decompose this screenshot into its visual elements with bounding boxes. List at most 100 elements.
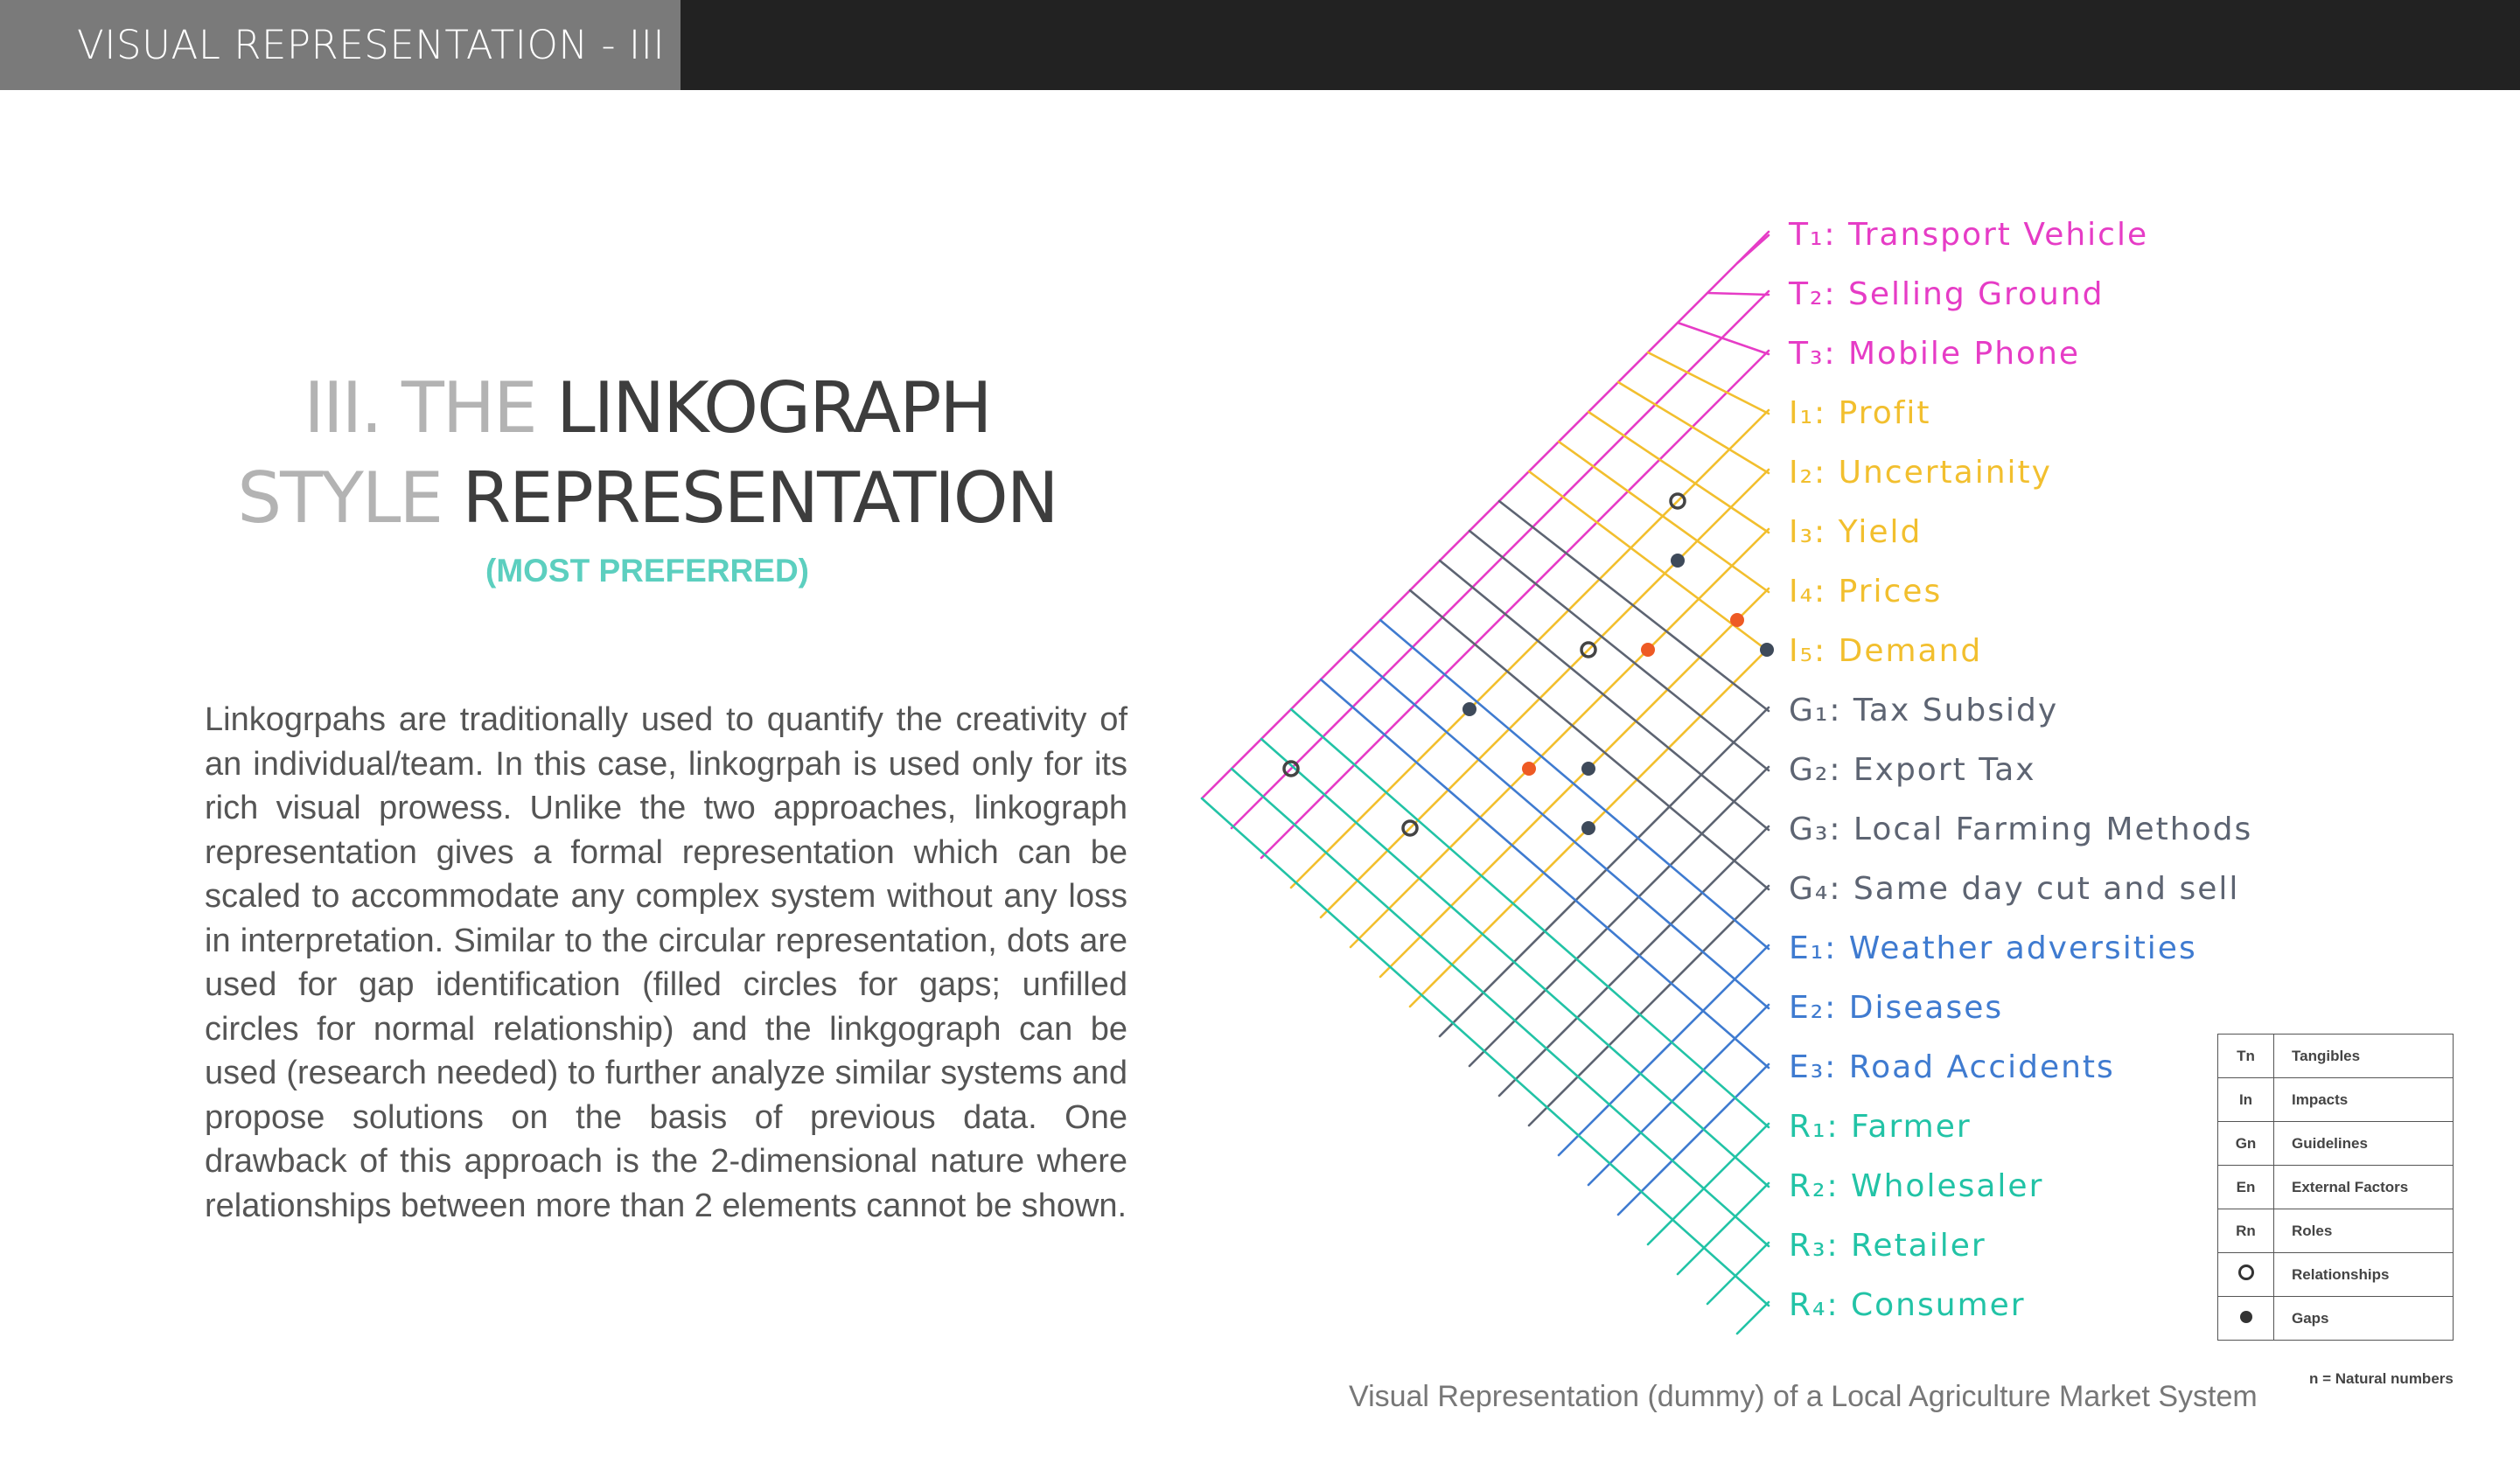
link-line-in-14 [1319,678,1770,1069]
link-line-in-12 [1379,618,1770,951]
legend-row: Relationships [2217,1252,2454,1297]
link-line-17 [1706,1241,1770,1306]
gap-marker [1581,821,1595,835]
element-label: R₁: Farmer [1789,1109,1972,1145]
legend-value: Gaps [2273,1296,2454,1341]
element-label: I₃: Yield [1789,514,1922,550]
legend-value: Roles [2273,1209,2454,1253]
legend-key: En [2217,1165,2274,1209]
legend-key [2217,1296,2274,1341]
element-label: E₂: Diseases [1789,990,2003,1026]
element-label: G₄: Same day cut and sell [1789,871,2239,907]
legend-value: Impacts [2273,1077,2454,1122]
link-line-in-0 [1735,233,1770,265]
link-line-6 [1379,587,1770,979]
element-label: G₁: Tax Subsidy [1789,693,2058,728]
element-label: I₁: Profit [1789,395,1931,431]
page-title: III. THE LINKOGRAPH STYLE REPRESENTATION [157,363,1137,543]
link-line-in-8 [1497,499,1770,713]
link-line-2 [1260,349,1770,860]
link-line-in-3 [1646,351,1770,415]
relationship-marker [1580,641,1597,658]
gap-marker [1462,702,1476,716]
link-line-11 [1527,884,1770,1127]
gap-marker [1581,762,1595,776]
legend-value: External Factors [2273,1165,2454,1209]
element-label: E₃: Road Accidents [1789,1049,2115,1085]
link-line-in-16 [1260,737,1770,1188]
element-label: R₂: Wholesaler [1789,1168,2043,1204]
link-line-in-2 [1676,321,1770,356]
element-label: R₄: Consumer [1789,1287,2026,1323]
legend-key: Tn [2217,1034,2274,1078]
legend-key: In [2217,1077,2274,1122]
subtitle: (MOST PREFERRED) [485,553,809,589]
link-line-0 [1200,230,1770,800]
link-line-16 [1676,1181,1770,1276]
legend-value: Guidelines [2273,1121,2454,1166]
legend-note: n = Natural numbers [2309,1370,2454,1387]
title-line2-light: STYLE [237,457,443,539]
legend-key [2217,1252,2274,1297]
link-line-8 [1438,706,1770,1038]
legend-key: Rn [2217,1209,2274,1253]
link-line-in-5 [1587,410,1770,534]
legend-key: Gn [2217,1121,2274,1166]
dot-icon [2239,1310,2252,1323]
element-label: I₅: Demand [1789,633,1982,669]
gap-marker [1641,643,1655,657]
relationship-marker [1401,819,1419,837]
link-line-12 [1557,944,1770,1157]
element-label: T₂: Selling Ground [1788,276,2105,312]
legend-row: Gaps [2217,1296,2454,1341]
link-line-in-4 [1616,380,1770,475]
element-label: R₃: Retailer [1789,1228,1986,1264]
link-line-18 [1735,1300,1770,1335]
gap-marker [1522,762,1536,776]
diagram-caption: Visual Representation (dummy) of a Local… [1349,1380,2258,1413]
gap-marker [1730,613,1744,627]
link-line-in-17 [1230,767,1770,1248]
link-line-in-1 [1706,291,1770,296]
relationship-marker [1669,492,1686,510]
ring-icon [2237,1264,2254,1280]
legend-value: Relationships [2273,1252,2454,1297]
title-line1-light: III. THE [304,367,537,449]
link-line-in-9 [1468,529,1770,772]
link-line-in-13 [1349,648,1770,1010]
link-line-in-11 [1408,589,1770,891]
link-line-in-7 [1527,470,1770,653]
link-line-in-6 [1557,440,1770,594]
link-line-in-15 [1289,707,1770,1129]
section-tab: VISUAL REPRESENTATION - III [0,0,681,90]
description-paragraph: Linkogrpahs are traditionally used to qu… [205,701,1127,1224]
element-label: I₂: Uncertainity [1789,455,2052,491]
element-label: E₁: Weather adversities [1789,930,2197,966]
link-line-3 [1289,408,1770,889]
link-line-14 [1616,1062,1770,1216]
header-bar: VISUAL REPRESENTATION - III [0,0,2520,90]
link-line-4 [1319,468,1770,919]
link-line-15 [1646,1122,1770,1246]
link-line-10 [1497,825,1770,1097]
link-line-1 [1230,289,1770,830]
gap-marker [1671,554,1685,568]
link-line-13 [1587,1003,1770,1187]
element-label: G₂: Export Tax [1789,752,2036,788]
element-label: G₃: Local Farming Methods [1789,812,2252,847]
legend-value: Tangibles [2273,1034,2454,1078]
element-label: I₄: Prices [1789,574,1942,610]
title-line1-dark: LINKOGRAPH [556,367,993,449]
element-label: T₁: Transport Vehicle [1788,217,2148,253]
link-line-in-18 [1200,797,1770,1307]
relationship-marker [1282,760,1300,777]
link-line-9 [1468,765,1770,1068]
gap-marker [1760,643,1774,657]
